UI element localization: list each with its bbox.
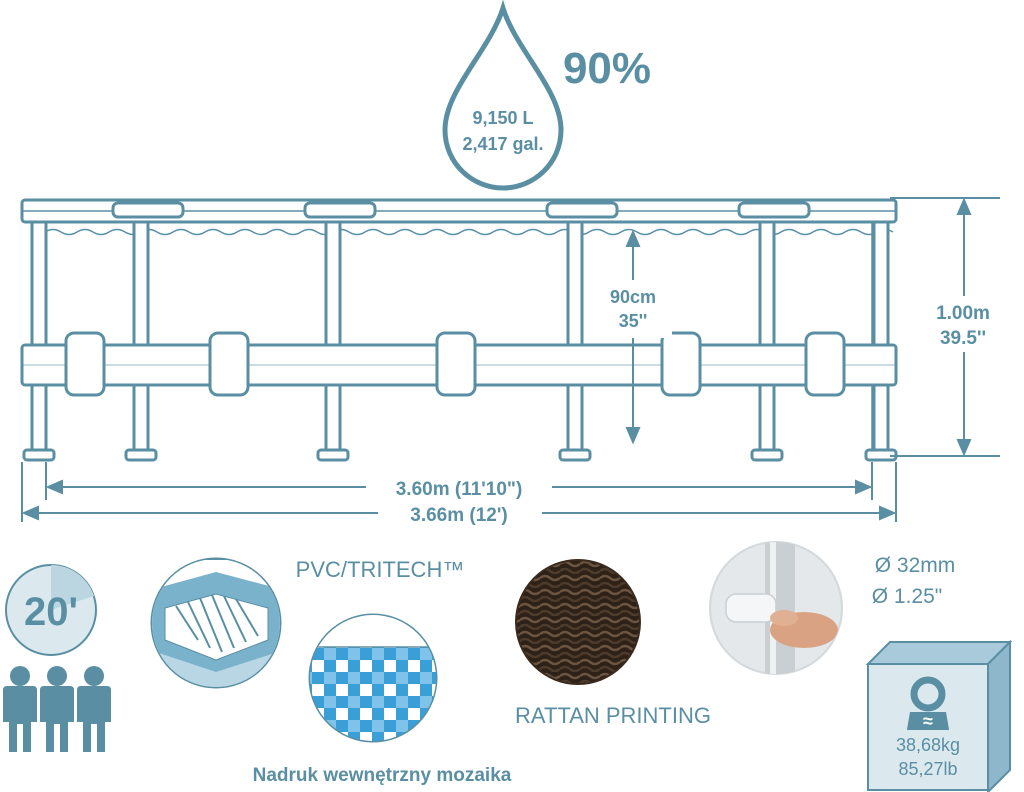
connector-mm: Ø 32mm [875, 554, 956, 577]
setup-time: 20' [24, 590, 78, 634]
rattan-texture-icon [515, 559, 641, 685]
connector-in: Ø 1.25" [872, 585, 943, 608]
pool-frame [20, 198, 898, 462]
water-drop-icon [442, 0, 564, 191]
water-gallons: 2,417 gal. [462, 134, 543, 154]
three-people-icon [3, 666, 111, 752]
clock-icon [5, 564, 97, 656]
material-label: PVC/TRITECH™ [296, 557, 465, 582]
inner-diameter: 3.60m (11'10") [396, 479, 523, 500]
liner-layers-icon [150, 557, 282, 689]
weight-lb: 85,27lb [898, 759, 957, 779]
outer-diameter: 3.66m (12') [410, 505, 507, 526]
liner-print-label: Nadruk wewnętrzny mozaika [253, 765, 512, 786]
pool-height-m: 1.00m [936, 303, 990, 324]
rattan-label: RATTAN PRINTING [515, 703, 711, 728]
fill-percent: 90% [563, 44, 651, 93]
weight-kg: 38,68kg [896, 735, 960, 755]
water-height-in: 35'' [619, 311, 648, 331]
mosaic-liner-icon [308, 613, 438, 743]
connector-photo-icon [709, 541, 843, 675]
pool-height-in: 39.5'' [940, 328, 986, 349]
water-height-cm: 90cm [610, 287, 656, 307]
weight-approx: ≈ [923, 711, 933, 731]
water-liters: 9,150 L [472, 108, 533, 128]
